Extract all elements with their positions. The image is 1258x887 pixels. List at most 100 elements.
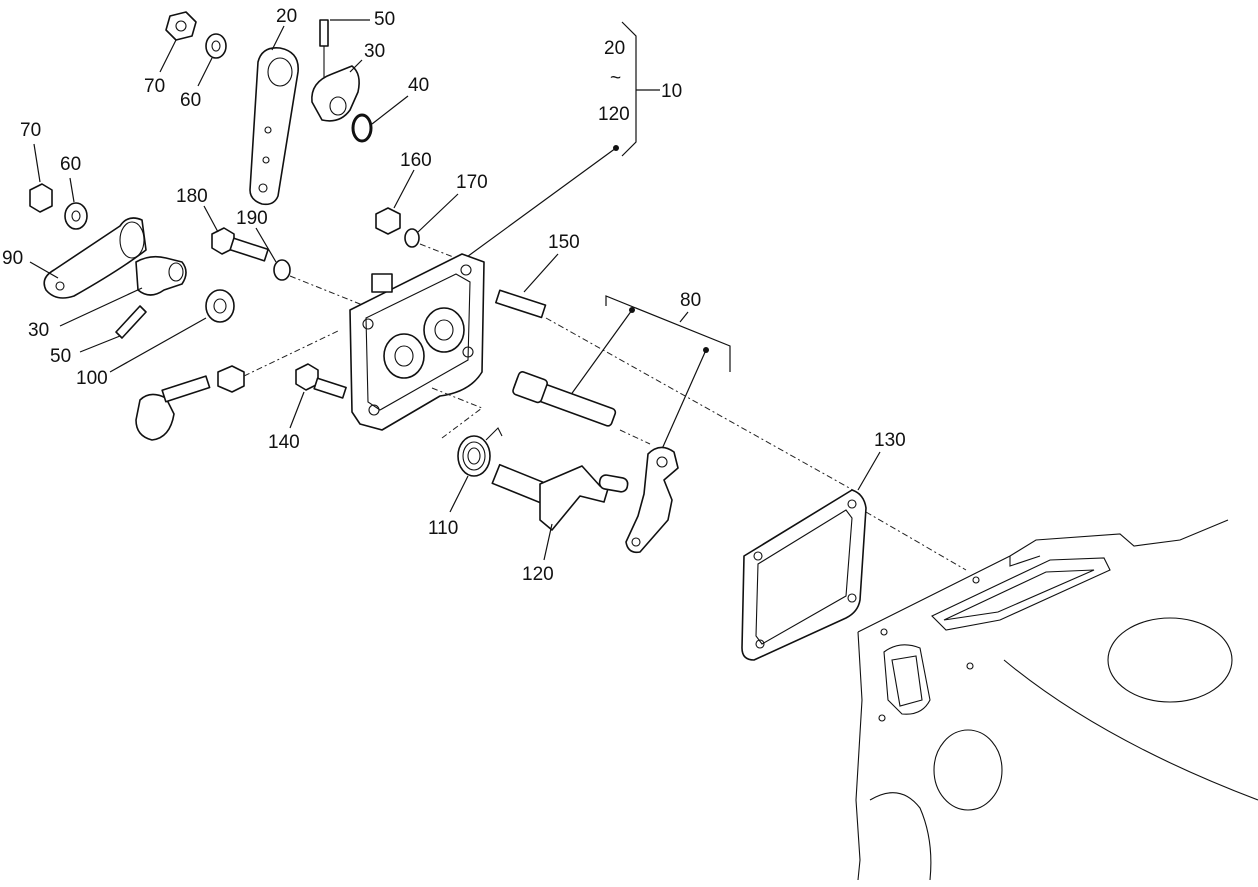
bolt-180-shank (229, 237, 269, 262)
governor-cover (349, 253, 485, 431)
callout-190: 190 (236, 208, 268, 229)
gasket-130-hole-1 (753, 551, 763, 561)
leader-130 (857, 451, 881, 491)
leader-40 (371, 95, 409, 125)
callout-140: 140 (268, 432, 300, 453)
washer-60-top-hole (211, 40, 221, 52)
block-hole-3 (966, 662, 974, 670)
screw-nut (217, 365, 245, 393)
block-bore-lower (869, 792, 932, 881)
block-top-step (1009, 555, 1041, 567)
nut-160-axis (419, 243, 467, 263)
stud-150-body (495, 289, 547, 319)
bracket-80 (605, 295, 731, 372)
gasket-130-outer (741, 489, 867, 661)
screw-shank (161, 375, 211, 403)
block-hole-2 (972, 576, 980, 584)
gasket-130-inner (755, 509, 853, 645)
block-opening (931, 557, 1111, 631)
spring-110: 110 (428, 387, 503, 539)
cover-hole-1 (362, 318, 374, 330)
block-top-edge (857, 519, 1229, 633)
snap-ring-40 (351, 113, 373, 143)
block-port-left-inner (891, 655, 923, 707)
cover-boss-1-bore (434, 319, 454, 341)
nut-70-left (29, 183, 53, 213)
bolt-140: 140 (268, 363, 347, 453)
nut-160-washer-170: 160 170 (375, 150, 488, 263)
nut-160 (375, 207, 401, 235)
washer-190 (273, 259, 291, 281)
callout-170: 170 (456, 172, 488, 193)
lever-90-hole (55, 281, 65, 291)
clamp-30-top-bore (329, 96, 347, 116)
block-port-left (883, 644, 931, 715)
block-left-edge (855, 631, 863, 881)
clamp-30-left (135, 255, 187, 296)
gasket-130-axis (865, 511, 967, 571)
screw-axis (243, 329, 341, 377)
leader-110 (449, 475, 469, 513)
leader-120 (543, 523, 553, 561)
fork-lever-hole-top (656, 456, 668, 468)
leader-70-top (159, 39, 177, 73)
leader-80a (569, 309, 633, 397)
lever-20 (249, 46, 299, 206)
callout-30-left: 30 (28, 320, 49, 341)
clamp-30-top (311, 65, 360, 122)
cover-hole-4 (368, 404, 380, 416)
group-leader-line (459, 147, 617, 263)
block-hole-1 (880, 628, 888, 636)
leader-140 (289, 391, 305, 429)
leader-30-top (349, 59, 363, 73)
group-bracket (621, 21, 637, 157)
cover-hole-3 (462, 346, 474, 358)
left-parts: 70 60 90 30 50 100 (2, 120, 235, 389)
leader-180 (203, 205, 219, 233)
lever-20-hole-3 (258, 183, 268, 193)
callout-90: 90 (2, 248, 23, 269)
leader-100 (109, 317, 207, 373)
leader-60-top (197, 57, 213, 87)
block-opening-inner (943, 569, 1095, 621)
washer-170 (404, 228, 420, 248)
governor-shaft-spline (512, 371, 548, 404)
callout-40: 40 (408, 75, 429, 96)
spring-110-end (485, 427, 503, 441)
range-end-label: 120 (598, 104, 630, 125)
bolt-140-shank (313, 377, 347, 399)
leader-20-top (271, 25, 285, 51)
lever-20-hole-1 (264, 126, 272, 134)
lever-90-hub (119, 221, 145, 259)
leader-30-left (59, 287, 143, 327)
washer-60-left-hole (71, 210, 81, 222)
leader-80b (657, 349, 707, 459)
assembly-group-10: 20 ~ 120 10 (459, 21, 682, 263)
engine-block (855, 519, 1258, 881)
top-parts: 70 60 20 50 30 40 (144, 6, 429, 206)
fork-lever-hole-bottom (631, 537, 641, 547)
spring-110-axis (431, 387, 484, 439)
leader-150 (523, 253, 559, 293)
gasket-130-hole-2 (847, 499, 857, 509)
leader-70-left (33, 143, 41, 183)
washer-60-top (205, 33, 227, 59)
shaft-120-pin (598, 474, 629, 493)
bolt-180-axis (289, 275, 371, 309)
leader-60-left (69, 177, 75, 203)
block-bore-mid (933, 729, 1003, 811)
block-bore-large (1107, 617, 1233, 703)
cover-boss-2-bore (394, 345, 414, 367)
callout-70-top: 70 (144, 76, 165, 97)
leader-80 (679, 311, 689, 323)
clamp-30-left-bore (168, 262, 184, 282)
lever-20-hub (267, 57, 293, 87)
cover-tab (371, 273, 393, 293)
fork-lever (625, 446, 679, 554)
callout-130: 130 (874, 430, 906, 451)
leader-190 (255, 227, 277, 263)
callout-50-left: 50 (50, 346, 71, 367)
cover-hole-2 (460, 264, 472, 276)
leader-170 (417, 193, 459, 233)
screw-head (135, 393, 175, 441)
